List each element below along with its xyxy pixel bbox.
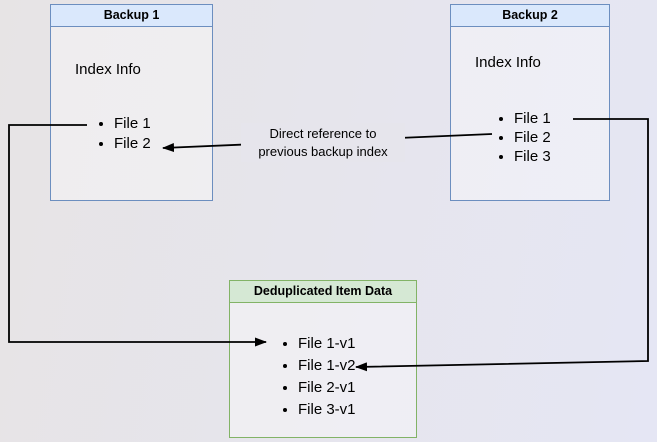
list-item: File 1 xyxy=(514,109,551,128)
list-item: File 1-v2 xyxy=(298,355,356,377)
list-item: File 2 xyxy=(114,134,151,154)
list-item: File 2 xyxy=(514,128,551,147)
backup2-box: Backup 2 Index Info File 1 File 2 File 3 xyxy=(450,4,610,201)
edge-label-line1: Direct reference to xyxy=(269,126,377,141)
dedup-box: Deduplicated Item Data File 1-v1 File 1-… xyxy=(229,280,417,438)
list-item: File 2-v1 xyxy=(298,377,356,399)
backup2-subtitle: Index Info xyxy=(475,54,541,71)
backup1-box: Backup 1 Index Info File 1 File 2 xyxy=(50,4,213,201)
dedup-title: Deduplicated Item Data xyxy=(230,281,416,303)
backup2-file-list: File 1 File 2 File 3 xyxy=(498,109,551,166)
backup1-file-list: File 1 File 2 xyxy=(98,114,151,154)
backup2-title: Backup 2 xyxy=(451,5,609,27)
edge-label-direct-reference: Direct reference to previous backup inde… xyxy=(241,123,405,162)
list-item: File 3-v1 xyxy=(298,399,356,421)
edge-label-line2: previous backup index xyxy=(258,143,388,159)
backup1-subtitle: Index Info xyxy=(75,61,141,78)
list-item: File 3 xyxy=(514,147,551,166)
dedup-file-list: File 1-v1 File 1-v2 File 2-v1 File 3-v1 xyxy=(282,333,356,421)
list-item: File 1-v1 xyxy=(298,333,356,355)
list-item: File 1 xyxy=(114,114,151,134)
backup1-title: Backup 1 xyxy=(51,5,212,27)
